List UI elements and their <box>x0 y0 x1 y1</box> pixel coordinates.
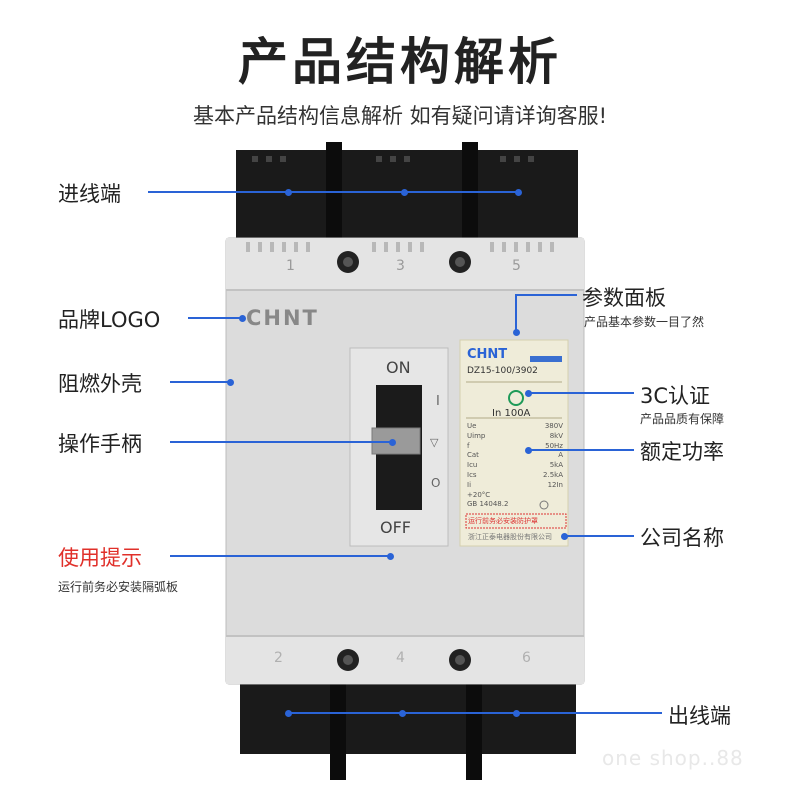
watermark: one shop..88 <box>602 746 744 770</box>
terminal-4-label: 4 <box>396 650 405 666</box>
terminal-3-label: 3 <box>396 258 405 274</box>
switch-on-label: ON <box>386 358 411 377</box>
label-usage-tip-sub: 运行前务必安装隔弧板 <box>58 580 179 594</box>
dot-housing <box>227 379 234 386</box>
page-subtitle: 基本产品结构信息解析 如有疑问请详询客服! <box>192 104 608 128</box>
label-rated-power: 额定功率 <box>640 440 724 464</box>
switch-off-label: OFF <box>380 518 411 537</box>
line-usage-tip <box>170 555 390 557</box>
dot-incoming-2 <box>401 189 408 196</box>
panel-brand: CHNT <box>467 347 508 362</box>
line-outgoing <box>288 712 662 714</box>
line-incoming <box>148 191 520 193</box>
ccc-mark-icon <box>508 390 524 406</box>
label-incoming: 进线端 <box>58 182 121 206</box>
line-param-panel-v <box>515 294 517 332</box>
label-outgoing: 出线端 <box>668 704 731 728</box>
line-rated-power <box>528 449 634 451</box>
dot-outgoing-3 <box>513 710 520 717</box>
label-housing: 阻燃外壳 <box>58 372 142 396</box>
dot-usage-tip <box>387 553 394 560</box>
breaker-bottom-cap <box>226 636 584 684</box>
terminal-1-label: 1 <box>286 258 295 274</box>
terminal-2-label: 2 <box>274 650 283 666</box>
panel-warning: 运行前务必安装防护罩 <box>468 517 538 525</box>
label-company: 公司名称 <box>640 526 724 550</box>
line-cert <box>528 392 634 394</box>
parameter-panel <box>459 339 569 547</box>
dot-incoming-1 <box>285 189 292 196</box>
dot-cert <box>525 390 532 397</box>
dot-rated-power <box>525 447 532 454</box>
top-terminal-block <box>236 150 578 242</box>
line-handle <box>170 441 392 443</box>
line-param-panel-h <box>515 294 577 296</box>
label-cert-sub: 产品品质有保障 <box>640 412 725 426</box>
dot-param-panel <box>513 329 520 336</box>
symbol-off: O <box>431 476 441 490</box>
line-housing <box>170 381 230 383</box>
dot-handle <box>389 439 396 446</box>
label-param-panel: 参数面板 <box>582 286 666 310</box>
arc-barrier-top-left <box>326 142 342 257</box>
line-brand-logo <box>188 317 242 319</box>
terminal-5-label: 5 <box>512 258 521 274</box>
dot-incoming-3 <box>515 189 522 196</box>
arc-barrier-bottom-left <box>330 672 346 780</box>
dot-brand-logo <box>239 315 246 322</box>
label-handle: 操作手柄 <box>58 432 142 456</box>
label-usage-tip: 使用提示 <box>58 546 142 570</box>
page-title: 产品结构解析 <box>238 33 562 91</box>
terminal-6-label: 6 <box>522 650 531 666</box>
line-company <box>564 535 634 537</box>
label-cert: 3C认证 <box>640 384 711 408</box>
label-param-panel-sub: 产品基本参数一目了然 <box>584 315 705 329</box>
arc-barrier-bottom-right <box>466 672 482 780</box>
panel-rating: In 100A <box>492 408 531 419</box>
label-brand-logo: 品牌LOGO <box>58 308 161 332</box>
dot-company <box>561 533 568 540</box>
dot-outgoing-2 <box>399 710 406 717</box>
panel-model: DZ15-100/3902 <box>467 366 538 376</box>
bottom-terminal-block <box>240 678 576 754</box>
screw-holes <box>337 251 471 671</box>
dot-outgoing-1 <box>285 710 292 717</box>
symbol-on: I <box>436 394 440 409</box>
arc-barrier-top-right <box>462 142 478 257</box>
panel-company: 浙江正泰电器股份有限公司 <box>468 533 552 541</box>
device-brand-logo: CHNT <box>246 306 319 330</box>
symbol-trip: ▽ <box>430 436 439 449</box>
breaker-top-cap <box>226 238 584 290</box>
